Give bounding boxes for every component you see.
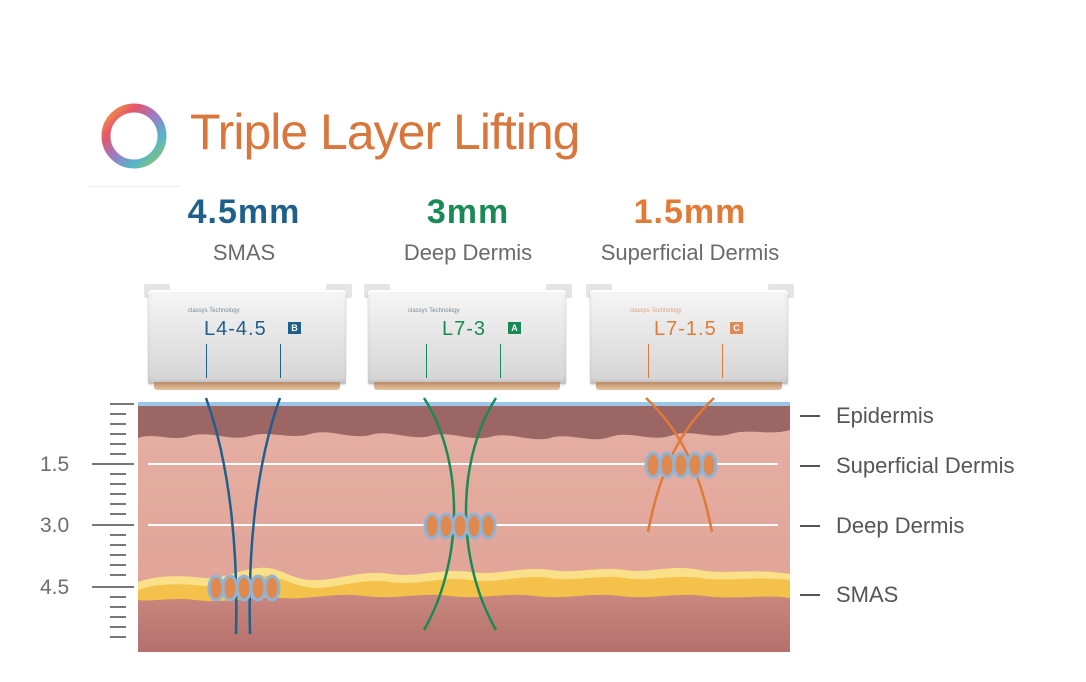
epidermis-layer xyxy=(138,402,790,440)
layer-name: SMAS xyxy=(212,240,276,265)
coagulation-points-deep xyxy=(423,512,497,540)
cartridge-l4-4-5: classys Technology L4-4.5 B xyxy=(144,284,352,392)
cartridge-badge: C xyxy=(730,322,743,334)
cartridge-brand: classys Technology xyxy=(188,308,240,314)
beam-superficial-left xyxy=(645,397,714,533)
cartridge-brand: classys Technology xyxy=(630,308,682,314)
cartridge-model: L7-1.5 xyxy=(654,318,717,340)
epidermis-surface xyxy=(138,402,790,406)
cartridge-badge: B xyxy=(288,322,301,334)
rainbow-ring-icon xyxy=(101,103,167,169)
muscle-layer xyxy=(138,592,790,652)
legend-epidermis: Epidermis xyxy=(800,401,1080,431)
column-smas-header: 4.5mm SMAS xyxy=(134,192,354,266)
ruler-label-4-5: 4.5 xyxy=(40,576,70,599)
beam-superficial-right xyxy=(646,397,715,533)
column-deep-dermis-header: 3mm Deep Dermis xyxy=(358,192,578,266)
depth-value: 1.5mm xyxy=(633,193,747,231)
cartridge-badge: A xyxy=(508,322,521,334)
page-title: Triple Layer Lifting xyxy=(190,104,580,160)
depth-value: 4.5mm xyxy=(187,193,301,231)
cartridge-model: L4-4.5 xyxy=(204,318,267,340)
beam-deep-left xyxy=(422,397,456,631)
coagulation-points-smas xyxy=(207,574,281,602)
ruler-label-1-5: 1.5 xyxy=(40,453,70,476)
cartridge-brand: classys Technology xyxy=(408,308,460,314)
beam-deep-right xyxy=(464,397,498,631)
cartridge-model: L7-3 xyxy=(442,318,487,340)
legend-superficial-dermis: Superficial Dermis xyxy=(800,451,1080,481)
beam-smas-right xyxy=(248,397,282,635)
beam-smas-left xyxy=(204,397,238,635)
title-divider xyxy=(88,186,180,187)
layer-name: Deep Dermis xyxy=(403,240,533,265)
column-superficial-dermis-header: 1.5mm Superficial Dermis xyxy=(580,192,800,266)
depth-value: 3mm xyxy=(426,193,510,231)
cartridge-l7-1-5: classys Technology L7-1.5 C xyxy=(586,284,794,392)
cartridge-l7-3: classys Technology L7-3 A xyxy=(364,284,572,392)
layer-name: Superficial Dermis xyxy=(600,240,780,265)
legend-deep-dermis: Deep Dermis xyxy=(800,511,1080,541)
coagulation-points-superficial xyxy=(644,451,718,479)
depth-ruler xyxy=(92,403,134,638)
ruler-label-3-0: 3.0 xyxy=(40,514,70,537)
legend-smas: SMAS xyxy=(800,580,1080,610)
smas-fat-highlight xyxy=(138,567,790,590)
